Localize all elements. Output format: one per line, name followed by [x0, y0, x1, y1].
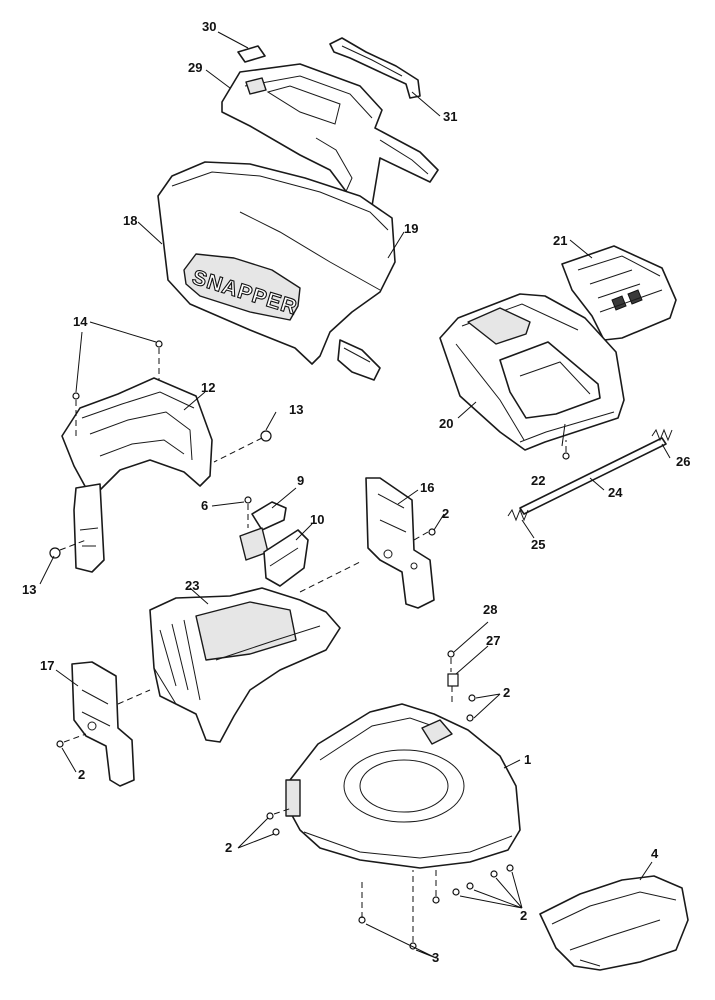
callout-14: 14 [73, 314, 88, 329]
callout-2: 2 [503, 685, 510, 700]
callout-labels: 30 29 31 18 19 21 14 12 13 20 22 26 9 16… [22, 19, 690, 965]
part-26-spring [651, 428, 673, 442]
part-17-side-bracket [71, 661, 135, 787]
callout-10: 10 [310, 512, 324, 527]
callout-2: 2 [225, 840, 232, 855]
callout-2: 2 [442, 506, 449, 521]
part-23-main-frame [149, 587, 341, 743]
callout-19: 19 [404, 221, 418, 236]
callout-12: 12 [201, 380, 215, 395]
part-10-bracket [263, 529, 309, 587]
callout-22: 22 [531, 473, 545, 488]
callout-27: 27 [486, 633, 500, 648]
callout-3: 3 [432, 950, 439, 965]
callout-4: 4 [651, 846, 659, 861]
callout-28: 28 [483, 602, 497, 617]
callout-13: 13 [22, 582, 36, 597]
callout-2: 2 [78, 767, 85, 782]
callout-18: 18 [123, 213, 137, 228]
callout-17: 17 [40, 658, 54, 673]
part-20-front-cover [439, 293, 625, 451]
part-18-rear-cover [157, 161, 396, 381]
callout-20: 20 [439, 416, 453, 431]
part-12-discharge-chute [61, 377, 213, 573]
assembly-lines [59, 348, 567, 942]
callout-24: 24 [608, 485, 623, 500]
callout-2: 2 [520, 908, 527, 923]
part-30-cap [237, 45, 266, 63]
part-21-upper-cover [561, 245, 677, 341]
callout-6: 6 [201, 498, 208, 513]
part-29-handle-housing [221, 63, 439, 211]
callout-31: 31 [443, 109, 457, 124]
part-27-stud [447, 673, 459, 687]
callout-9: 9 [297, 473, 304, 488]
part-31-handle-grip [329, 37, 421, 99]
part-9-lever [239, 501, 287, 561]
callout-13: 13 [289, 402, 303, 417]
part-1-deck [285, 703, 521, 869]
part-28-pin [447, 650, 455, 658]
leader-lines [39, 31, 671, 959]
callout-21: 21 [553, 233, 567, 248]
callout-16: 16 [420, 480, 434, 495]
callout-1: 1 [524, 752, 531, 767]
callout-23: 23 [185, 578, 199, 593]
part-16-side-bracket [365, 477, 435, 609]
part-24-axle-rod [519, 437, 667, 515]
part-4-rear-skirt [539, 875, 689, 971]
callout-26: 26 [676, 454, 690, 469]
callout-25: 25 [531, 537, 545, 552]
callout-30: 30 [202, 19, 216, 34]
part-25-spring [507, 508, 529, 522]
callout-29: 29 [188, 60, 202, 75]
